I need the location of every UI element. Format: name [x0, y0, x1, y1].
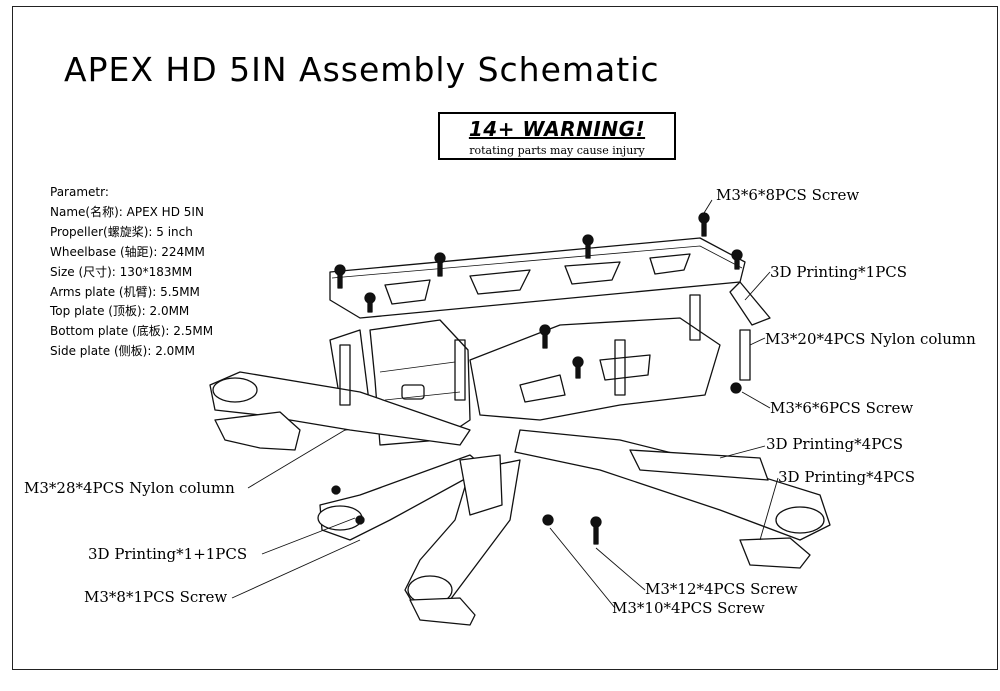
print-part-top [729, 281, 771, 326]
param-line: Size (尺寸): 130*183MM [50, 264, 193, 279]
param-line: Arms plate (机臂): 5.5MM [50, 284, 200, 299]
callout-m3-10-4-screw: M3*10*4PCS Screw [612, 599, 765, 617]
parameters-block: Parametr: Name(名称): APEX HD 5IN Propelle… [50, 183, 213, 362]
print-part-guard [629, 449, 769, 481]
print-part-guard [459, 454, 503, 516]
top-plate-cutout [649, 253, 691, 275]
top-plate [329, 237, 746, 319]
callout-3d-printing-4b: 3D Printing*4PCS [778, 468, 916, 486]
print-part-mount [214, 411, 301, 451]
callout-m3-6-8-screw: M3*6*8PCS Screw [716, 186, 860, 204]
nylon-column [739, 329, 751, 381]
param-line: Name(名称): APEX HD 5IN [50, 204, 204, 219]
nylon-column [689, 294, 701, 341]
callout-m3-6-6-screw: M3*6*6PCS Screw [770, 399, 914, 417]
param-line: Top plate (顶板): 2.0MM [50, 304, 190, 319]
callout-3d-printing-1-1: 3D Printing*1+1PCS [88, 545, 248, 563]
print-part-mount [739, 537, 811, 569]
screws [331, 212, 743, 545]
arm-front-left [209, 371, 471, 446]
motor-mount [317, 505, 363, 531]
callout-m3-8-1-screw: M3*8*1PCS Screw [84, 588, 228, 606]
nylon-column [614, 339, 626, 396]
stack-cutout [519, 374, 566, 403]
callout-3d-printing-4a: 3D Printing*4PCS [766, 435, 904, 453]
parameters-header: Parametr: [50, 185, 109, 199]
callout-m3-20-nylon-column: M3*20*4PCS Nylon column [765, 330, 976, 348]
warning-subtext: rotating parts may cause injury [469, 144, 645, 157]
top-plate-cutout [384, 279, 431, 305]
callout-m3-28-nylon-column: M3*28*4PCS Nylon column [24, 479, 235, 497]
print-part-mount [409, 597, 476, 626]
stack-cutout [599, 354, 651, 381]
top-plate-cutout [469, 269, 531, 295]
param-line: Side plate (侧板): 2.0MM [50, 344, 195, 359]
motor-mount [212, 377, 258, 403]
camera-hole [401, 384, 425, 400]
stack-plate [469, 317, 721, 421]
warning-box: 14+ WARNING! rotating parts may cause in… [438, 112, 676, 160]
motor-mount [775, 506, 825, 534]
nylon-column [454, 339, 466, 401]
callout-m3-12-4-screw: M3*12*4PCS Screw [645, 580, 798, 598]
diagram-frame [12, 6, 998, 670]
warning-heading: 14+ WARNING! [468, 117, 646, 141]
page-title: APEX HD 5IN Assembly Schematic [64, 50, 660, 89]
callout-3d-printing-1: 3D Printing*1PCS [770, 263, 908, 281]
nylon-column [339, 344, 351, 406]
top-plate-cutout [564, 261, 621, 285]
param-line: Propeller(螺旋桨): 5 inch [50, 224, 193, 239]
param-line: Wheelbase (轴距): 224MM [50, 244, 205, 259]
param-line: Bottom plate (底板): 2.5MM [50, 324, 214, 339]
